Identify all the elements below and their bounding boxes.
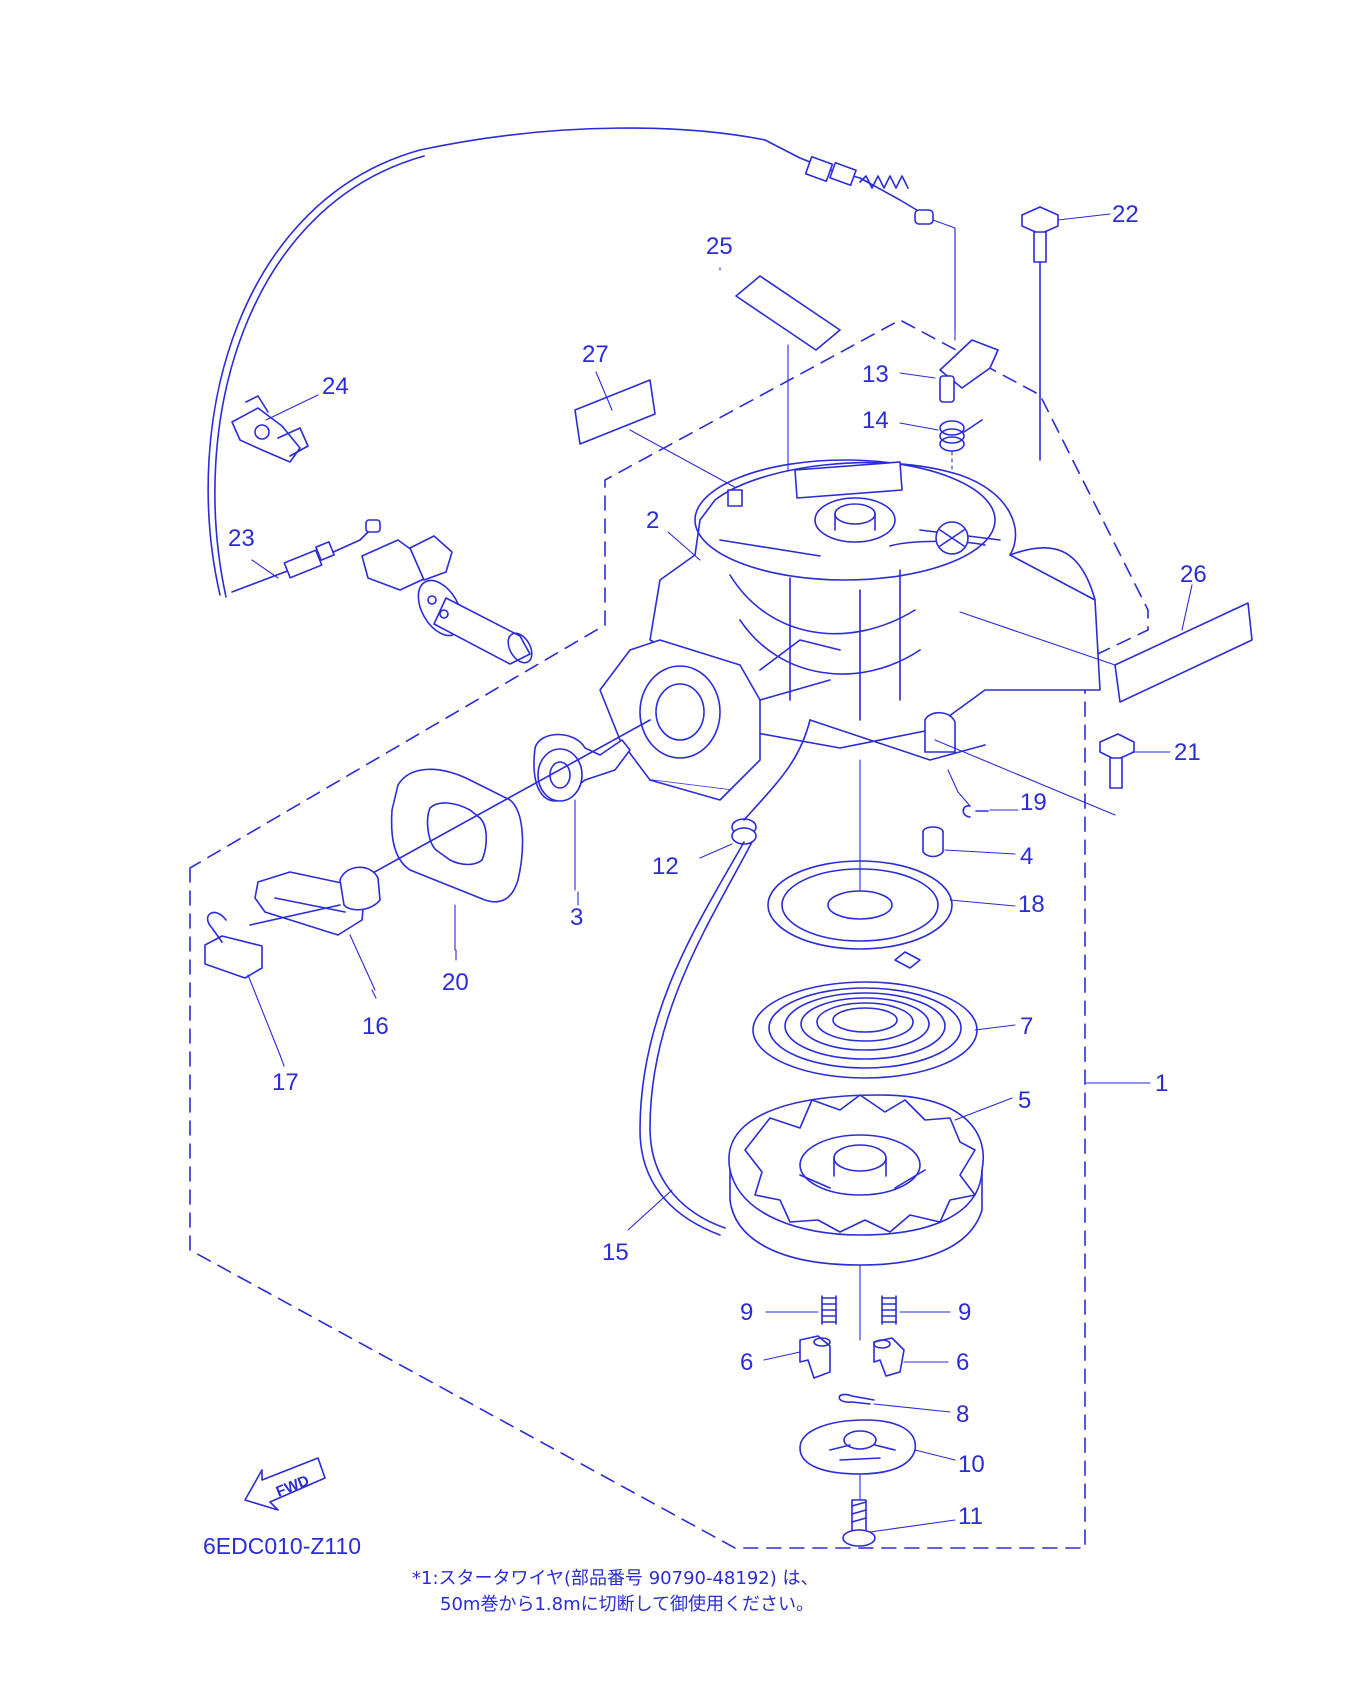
callout-12: 12 <box>652 853 679 880</box>
part-6-pawl-right <box>873 1337 905 1377</box>
assembly-boundary <box>189 319 1149 1549</box>
part-4-bushing <box>922 826 944 858</box>
part-24-clip <box>231 395 309 463</box>
callout-15: 15 <box>602 1239 629 1266</box>
leader-24 <box>265 394 319 421</box>
callout-24: 24 <box>322 373 349 400</box>
part-6-pawl-left <box>799 1335 831 1379</box>
leader-11 <box>869 1519 956 1533</box>
part-12-rope-guide <box>731 818 757 845</box>
part-9-spring-left <box>821 1295 837 1325</box>
leader-26 <box>1181 584 1193 631</box>
callout-23: 23 <box>228 525 255 552</box>
callout-26: 26 <box>1180 561 1207 588</box>
part-16-starter-handle <box>254 866 381 991</box>
fwd-arrow-icon: FWD <box>244 1457 326 1511</box>
callout-17: 17 <box>272 1069 299 1096</box>
footnote-line-2: 50m巻から1.8mに切断して御使用ください。 <box>440 1594 814 1615</box>
part-15-starter-rope <box>639 841 745 1236</box>
part-22-bolt <box>1021 206 1059 461</box>
callout-7: 7 <box>1020 1013 1033 1040</box>
leader-18 <box>949 899 1016 907</box>
callout-13: 13 <box>862 361 889 388</box>
part-5-drive-pulley <box>728 1094 984 1266</box>
leader-6a <box>763 1351 801 1361</box>
leader-12 <box>699 843 733 859</box>
callout-25: 25 <box>706 233 733 260</box>
callout-10: 10 <box>958 1451 985 1478</box>
callout-27: 27 <box>582 341 609 368</box>
callout-1: 1 <box>1155 1070 1168 1097</box>
part-17-clip <box>204 911 281 1056</box>
part-13-cable-holder <box>939 227 999 403</box>
part-11-bolt <box>842 1499 876 1547</box>
part-26-label <box>1114 602 1253 703</box>
leader-14 <box>899 422 939 431</box>
part-25-label <box>735 275 841 351</box>
part-7-recoil-spring <box>752 951 978 1079</box>
part-2-starter-case <box>649 459 1101 761</box>
callout-8: 8 <box>956 1401 969 1428</box>
callout-4: 4 <box>1020 843 1033 870</box>
callout-3: 3 <box>570 904 583 931</box>
part-10-drive-plate <box>799 1419 917 1475</box>
leader-13 <box>899 372 936 379</box>
part-8-clip <box>838 1393 875 1405</box>
leader-10 <box>914 1449 956 1461</box>
callout-20: 20 <box>442 969 469 996</box>
part-14-spring <box>939 419 983 452</box>
leader-17 <box>279 1054 285 1067</box>
diagram-code: 6EDC010-Z110 <box>203 1533 361 1559</box>
callout-11: 11 <box>958 1503 983 1530</box>
part-19-clip <box>962 805 989 818</box>
leader-23 <box>251 559 279 579</box>
leader-7 <box>974 1024 1016 1031</box>
callout-5: 5 <box>1018 1087 1031 1114</box>
throttle-linkage <box>361 535 533 665</box>
callout-18: 18 <box>1018 891 1045 918</box>
leader-15 <box>627 1189 673 1231</box>
part-21-bolt <box>934 733 1135 816</box>
leader-8 <box>873 1403 951 1413</box>
footnote-line-1: *1:スタータワイヤ(部品番号 90790-48192) は、 <box>412 1568 818 1589</box>
part-27-label <box>574 379 656 445</box>
starter-cable <box>207 127 956 598</box>
leader-5 <box>954 1097 1013 1121</box>
part-20-handle-grommet <box>390 768 524 951</box>
callout-19: 19 <box>1020 789 1047 816</box>
callout-16: 16 <box>362 1013 389 1040</box>
leader-2 <box>667 531 701 561</box>
part-23-cable-end <box>231 519 381 593</box>
leader-4 <box>944 849 1016 855</box>
part-9-spring-right <box>881 1295 897 1325</box>
callout-22: 22 <box>1112 201 1139 228</box>
part-3-grommet <box>533 733 631 891</box>
callout-14: 14 <box>862 407 889 434</box>
callout-6a: 6 <box>740 1349 753 1376</box>
leader-16 <box>371 989 377 999</box>
callout-6b: 6 <box>956 1349 969 1376</box>
leader-22 <box>1057 213 1111 221</box>
callout-21: 21 <box>1174 739 1201 766</box>
part-18-plate <box>767 860 953 950</box>
rope-guide-bracket <box>599 639 841 801</box>
callout-9b: 9 <box>958 1299 971 1326</box>
callout-9a: 9 <box>740 1299 753 1326</box>
callout-2: 2 <box>646 507 659 534</box>
leader-27 <box>595 371 613 411</box>
